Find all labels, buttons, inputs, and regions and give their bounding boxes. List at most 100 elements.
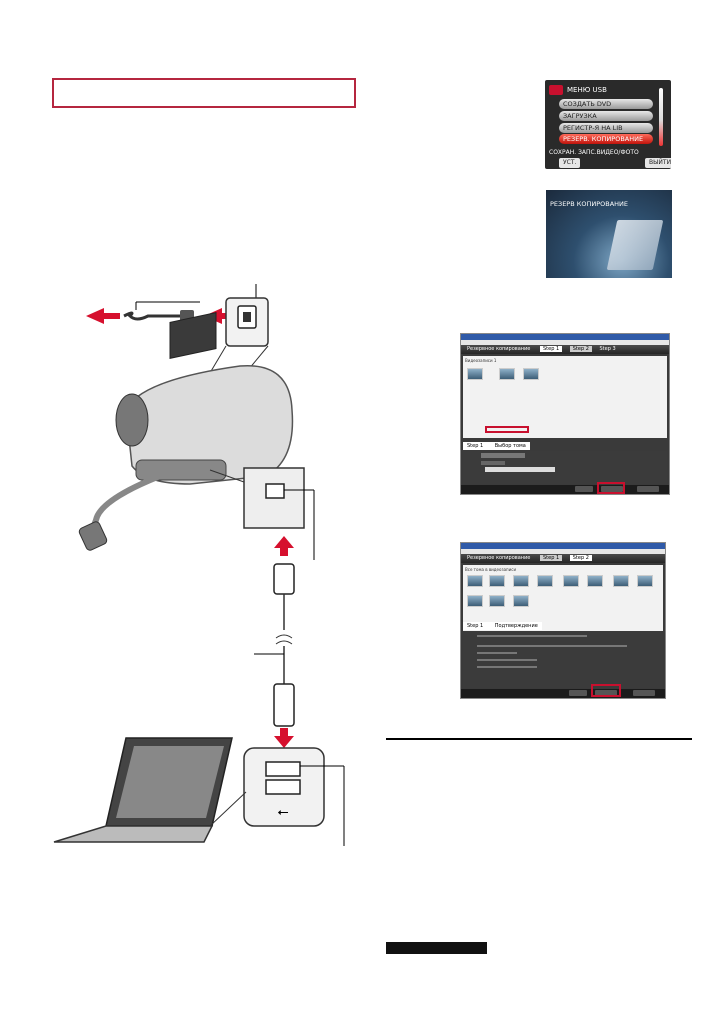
highlight-next-button: [597, 482, 625, 494]
dc-cable: [123, 311, 180, 321]
video-thumbnail[interactable]: [489, 575, 505, 587]
camera-usb-menu-screen: МЕНЮ USB СОЗДАТЬ DVD ЗАГРУЗКА РЕГИСТР-Я …: [545, 80, 671, 169]
info-line: [477, 652, 517, 654]
video-thumbnail[interactable]: [523, 368, 539, 380]
thumbnail-pane: Видеозаписи 1: [463, 356, 667, 438]
usb-plug-mini: [273, 563, 295, 595]
zoom-line: [209, 791, 247, 827]
connection-illustration: ⭠: [53, 284, 345, 846]
arrow-up-icon: [274, 536, 294, 556]
window-header-title: Резервное копирование: [467, 346, 531, 352]
laptop-screen: [116, 746, 224, 818]
disc-case-image: [606, 220, 664, 270]
volume-dropdown[interactable]: [485, 467, 555, 472]
thumbnail-pane: Все тома в видеозаписи: [463, 565, 663, 631]
back-button[interactable]: [575, 486, 593, 492]
arrow-left-icon: [86, 308, 120, 324]
black-label-bar: [386, 942, 487, 954]
usb-icon: [549, 85, 563, 95]
cable-break: [275, 634, 293, 645]
tab-step3[interactable]: Step 3: [599, 346, 616, 352]
arrow-down-icon: [274, 728, 294, 748]
menu-scrollbar[interactable]: [659, 88, 663, 146]
camcorder-grip: [135, 459, 227, 481]
next-button[interactable]: [601, 486, 623, 492]
step-title: Выбор тома: [494, 443, 526, 449]
backup-screen-label: РЕЗЕРВ КОПИРОВАНИЕ: [550, 200, 629, 208]
video-thumbnail[interactable]: [499, 368, 515, 380]
section-title-frame: [52, 78, 356, 108]
video-thumbnail[interactable]: [537, 575, 553, 587]
backup-screen: РЕЗЕРВ КОПИРОВАНИЕ: [546, 190, 672, 278]
video-thumbnail[interactable]: [467, 595, 483, 607]
options-pane: [463, 451, 667, 484]
menu-item-create-dvd[interactable]: СОЗДАТЬ DVD: [559, 99, 653, 109]
usb-symbol-icon: ⭠: [277, 804, 288, 820]
section-label: Все тома в видеозаписи: [465, 567, 517, 572]
video-thumbnail[interactable]: [467, 368, 483, 380]
cancel-button[interactable]: [633, 690, 655, 696]
tab-step1[interactable]: Step 1: [539, 555, 563, 561]
pc-usb-port: [265, 779, 301, 795]
info-line: [477, 666, 537, 668]
info-line: [477, 659, 537, 661]
camcorder-strap: [87, 473, 162, 538]
pc-backup-window-step2: Резервное копирование Step 1 Step 2 Все …: [460, 542, 666, 699]
window-menubar: [461, 340, 669, 345]
back-button[interactable]: [569, 690, 587, 696]
step-title: Подтверждение: [494, 623, 538, 629]
dc-jack-hole: [243, 312, 251, 322]
video-thumbnail[interactable]: [587, 575, 603, 587]
usb-plug-a: [273, 683, 295, 727]
start-button[interactable]: [595, 690, 617, 696]
highlight-all-volumes: [485, 426, 529, 433]
video-thumbnail[interactable]: [513, 575, 529, 587]
step-number: Step 1: [467, 443, 484, 449]
window-header-title: Резервное копирование: [467, 555, 531, 561]
laptop-keyboard: [53, 825, 214, 843]
step-label: Step 1 Выбор тома: [463, 442, 530, 450]
window-footer: [461, 485, 669, 494]
video-thumbnail[interactable]: [513, 595, 529, 607]
strap-end: [78, 521, 108, 551]
tab-step2[interactable]: Step 2: [569, 555, 592, 561]
info-line: [477, 635, 587, 637]
arrow-right-icon: [204, 308, 238, 324]
video-thumbnail[interactable]: [467, 575, 483, 587]
menu-caption: СОХРАН. ЗАПС.ВИДЕО/ФОТО: [549, 149, 639, 156]
pc-backup-window-step1: Резервное копирование Step 1 Step 2 Step…: [460, 333, 670, 495]
video-thumbnail[interactable]: [489, 595, 505, 607]
tab-step2[interactable]: Step 2: [569, 346, 592, 352]
window-titlebar: [461, 334, 669, 340]
pc-usb-port: [265, 761, 301, 777]
section-divider: [386, 738, 692, 740]
menu-item-register-lib[interactable]: РЕГИСТР-Я НА LIB: [559, 123, 653, 133]
highlight-start-button: [591, 684, 621, 697]
usb-menu-title: МЕНЮ USB: [567, 86, 607, 94]
window-header: Резервное копирование Step 1 Step 2 Step…: [461, 345, 669, 354]
camcorder-body: [125, 364, 294, 485]
step-number: Step 1: [467, 623, 484, 629]
set-button[interactable]: УСТ.: [559, 158, 581, 168]
window-header: Резервное копирование Step 1 Step 2: [461, 554, 665, 563]
option-radio-select[interactable]: [481, 461, 505, 465]
confirmation-pane: [463, 631, 663, 688]
camera-usb-port: [265, 483, 285, 499]
window-titlebar: [461, 543, 665, 549]
exit-button[interactable]: ВЫЙТИ: [645, 158, 671, 168]
video-thumbnail[interactable]: [613, 575, 629, 587]
camcorder-lcd: [169, 311, 217, 359]
video-thumbnail[interactable]: [637, 575, 653, 587]
menu-item-upload[interactable]: ЗАГРУЗКА: [559, 111, 653, 121]
tab-step1[interactable]: Step 1: [539, 346, 563, 352]
menu-item-backup[interactable]: РЕЗЕРВ. КОПИРОВАНИЕ: [559, 134, 653, 144]
cancel-button[interactable]: [637, 486, 659, 492]
window-menubar: [461, 549, 665, 554]
info-line: [477, 645, 627, 647]
section-label: Видеозаписи 1: [465, 358, 497, 363]
video-thumbnail[interactable]: [563, 575, 579, 587]
camcorder-lens: [115, 393, 149, 447]
option-radio-all[interactable]: [481, 453, 525, 458]
zoom-line: [209, 469, 245, 483]
step-label: Step 1 Подтверждение: [463, 622, 542, 630]
